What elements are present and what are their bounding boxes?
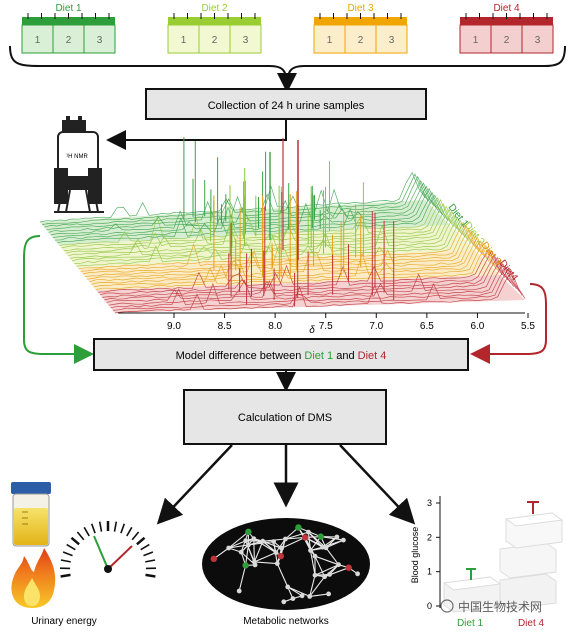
metabolic-network-graph <box>210 524 360 605</box>
nmr-tick-7.5: 7.5 <box>319 321 333 332</box>
metabolic-network-oval <box>202 518 370 610</box>
diet-1-box-3: 3 <box>97 35 103 46</box>
nmr-spectrum <box>39 137 526 314</box>
diet-4-box-3: 3 <box>535 35 541 46</box>
dms-box <box>183 389 387 445</box>
diet-box-1: Diet 1 1 2 3 <box>21 3 116 54</box>
nmr-tick-8.5: 8.5 <box>218 321 232 332</box>
nmr-axis-ticks: 9.0 8.5 8.0 7.5 7.0 6.5 6.0 5.5 <box>167 313 535 332</box>
glucose-y-label: Blood glucose <box>410 527 420 584</box>
nmr-machine-icon <box>54 116 104 213</box>
nmr-tick-6.5: 6.5 <box>420 321 434 332</box>
watermark: 中国生物技术网 <box>440 599 542 614</box>
nmr-tick-9.0: 9.0 <box>167 321 181 332</box>
diet-4-box-1: 1 <box>473 35 479 46</box>
metabolic-networks-label: Metabolic networks <box>243 616 329 627</box>
model-diet1: Diet 1 <box>304 350 333 362</box>
diet-3-box-3: 3 <box>389 35 395 46</box>
diet-3-box-2: 2 <box>358 35 364 46</box>
nmr-label: ¹H NMR <box>66 154 88 160</box>
energy-gauge-icon <box>59 521 157 578</box>
arrow-to-urinary-energy <box>156 444 233 525</box>
sugar-cube-stack-diet4 <box>499 512 564 610</box>
collection-label: Collection of 24 h urine samples <box>208 100 365 112</box>
diet-label-1: Diet 1 <box>55 3 82 14</box>
diet-label-3: Diet 3 <box>347 3 374 14</box>
green-arrow-diet1 <box>23 235 94 364</box>
flame-icon <box>11 548 56 608</box>
arrow-to-nmr <box>106 119 287 150</box>
diet-2-box-2: 2 <box>212 35 218 46</box>
diet-4-box-2: 2 <box>504 35 510 46</box>
model-diet4: Diet 4 <box>358 350 387 362</box>
diet-boxes: Diet 1 1 2 3 Diet 2 1 2 3 Diet 3 1 2 3 Diet 4 1 2 3 <box>21 3 554 54</box>
arrow-to-glucose <box>339 444 416 525</box>
urinary-energy-label: Urinary energy <box>31 616 97 627</box>
red-arrow-diet4 <box>470 283 547 364</box>
diet-label-2: Diet 2 <box>201 3 228 14</box>
blood-glucose-chart: 0 1 2 3 Blood glucose Diet 1 Diet 4 <box>410 496 564 629</box>
nmr-axis-symbol: δ <box>309 325 315 336</box>
nmr-tick-6.0: 6.0 <box>470 321 484 332</box>
diet-box-2: Diet 2 1 2 3 <box>167 3 262 54</box>
watermark-text: 中国生物技术网 <box>458 599 542 614</box>
glucose-tick-2: 2 <box>427 532 432 542</box>
diet-box-3: Diet 3 1 2 3 <box>313 3 408 54</box>
dms-label: Calculation of DMS <box>238 412 332 424</box>
glucose-category-diet4: Diet 4 <box>518 618 545 629</box>
glucose-tick-0: 0 <box>427 601 432 611</box>
errorbar-diet4 <box>527 501 539 514</box>
model-prefix: Model difference between <box>176 350 305 362</box>
diet-1-box-2: 2 <box>66 35 72 46</box>
model-and: and <box>333 350 357 362</box>
diet-box-4: Diet 4 1 2 3 <box>459 3 554 54</box>
diet-3-box-1: 1 <box>327 35 333 46</box>
diet-1-box-1: 1 <box>35 35 41 46</box>
model-difference-label: Model difference between Diet 1 and Diet… <box>176 350 387 362</box>
nmr-tick-5.5: 5.5 <box>521 321 535 332</box>
diet-label-4: Diet 4 <box>493 3 520 14</box>
glucose-tick-1: 1 <box>427 567 432 577</box>
nmr-tick-8.0: 8.0 <box>268 321 282 332</box>
urine-jar-icon <box>11 482 51 547</box>
glucose-category-diet1: Diet 1 <box>457 618 484 629</box>
model-difference-box <box>93 338 469 371</box>
diet-2-box-3: 3 <box>243 35 249 46</box>
glucose-tick-3: 3 <box>427 498 432 508</box>
errorbar-diet1 <box>466 568 476 580</box>
nmr-tick-7.0: 7.0 <box>369 321 383 332</box>
collection-box <box>145 88 427 120</box>
sugar-cube-diet1 <box>442 576 502 613</box>
diet-2-box-1: 1 <box>181 35 187 46</box>
